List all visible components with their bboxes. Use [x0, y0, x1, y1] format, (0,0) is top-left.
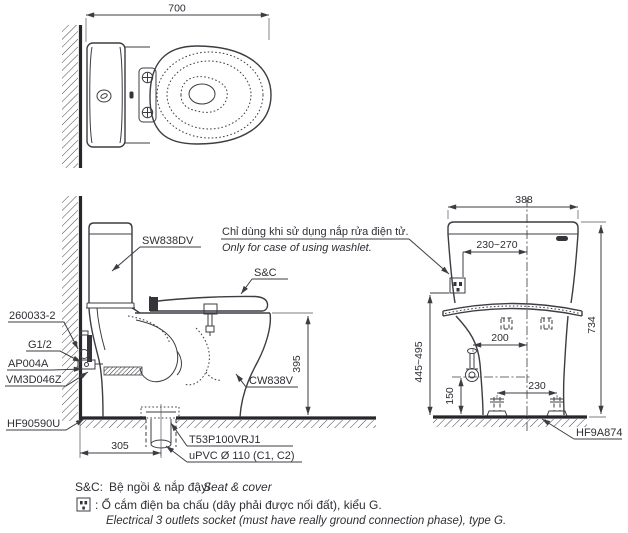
dimension-230-270: 230~270	[462, 239, 527, 277]
brand-logo-mark	[556, 236, 568, 241]
drain-outlet	[140, 404, 180, 456]
dim-200-value: 200	[491, 332, 509, 344]
bowl-code-label: CW838V	[249, 375, 294, 387]
label-tank: SW838DV	[111, 235, 201, 272]
dimension-388: 388	[447, 194, 579, 219]
rim-section-hatch	[103, 366, 143, 376]
flush-button-icon	[96, 89, 112, 103]
label-stop-valve: AP004A	[7, 358, 83, 372]
note-vietnamese: Chỉ dùng khi sử dụng nắp rửa điện tử.	[222, 225, 409, 238]
dim-230-value: 230	[528, 380, 546, 392]
side-view: SW838DV S&C Chỉ dùng khi sử dụng nắp rửa…	[5, 196, 450, 463]
stop-valve-front	[452, 348, 531, 382]
washlet-note: Chỉ dùng khi sử dụng nắp rửa điện tử. On…	[221, 225, 450, 275]
pedestal-front	[455, 315, 569, 416]
washlet-connector	[203, 303, 218, 336]
tank-code-label: SW838DV	[142, 235, 194, 247]
top-view: 700	[62, 3, 272, 168]
legend: S&C: Bệ ngồi & nắp đậy/ Seat & cover : Ổ…	[75, 479, 506, 527]
floor-section-front	[433, 415, 587, 427]
drain-joint-label: T53P100VRJ1	[189, 434, 261, 446]
dimension-700: 700	[85, 3, 270, 42]
wall-section-top	[62, 25, 83, 168]
label-supply-hose: 260033-2	[8, 310, 79, 350]
power-socket-legend-icon	[76, 497, 91, 512]
seat-code-label: S&C	[254, 267, 277, 279]
cistern-front	[447, 221, 579, 304]
legend-seat-en: Seat & cover	[203, 480, 273, 494]
dim-230-270-value: 230~270	[476, 239, 517, 251]
dimension-200: 200	[472, 332, 527, 352]
stop-valve-label: AP004A	[8, 358, 49, 370]
dim-388-value: 388	[515, 194, 533, 206]
dim-700-value: 700	[168, 3, 186, 15]
dim-734-value: 734	[586, 316, 598, 334]
legend-socket-vi: : Ổ cắm điện ba chấu (dây phải được nối …	[95, 497, 382, 512]
dim-395-value: 395	[291, 355, 303, 373]
supply-hose-label: 260033-2	[9, 310, 56, 322]
dimension-150: 150	[444, 378, 464, 414]
dim-150-value: 150	[444, 387, 456, 405]
legend-seat-vi: Bệ ngồi & nắp đậy/	[109, 479, 211, 494]
label-drain-joint: T53P100VRJ1	[170, 422, 293, 447]
dimension-230: 230	[496, 380, 558, 399]
seat-hinge-side	[149, 297, 158, 311]
drain-pipe-label: uPVC Ø 110 (C1, C2)	[189, 450, 295, 462]
dimension-305: 305	[79, 423, 162, 458]
hose-label: VM3D046Z	[6, 374, 62, 386]
toilet-plan-outline	[86, 42, 272, 148]
floor-flange-label: HF90590U	[7, 418, 60, 430]
label-drain-pipe: uPVC Ø 110 (C1, C2)	[165, 445, 302, 463]
floor-section-side	[80, 416, 376, 428]
tank-bolt-mark	[129, 91, 134, 99]
thread-size-label: G1/2	[28, 339, 52, 351]
note-english: Only for case of using washlet.	[222, 242, 372, 254]
cover-outline	[149, 45, 272, 145]
legend-socket-en: Electrical 3 outlets socket (must have r…	[106, 515, 506, 527]
dimension-734: 734	[581, 221, 606, 418]
cistern-side	[86, 222, 135, 309]
bowl-side	[88, 307, 272, 418]
power-socket-icon	[449, 277, 466, 294]
dimension-445-495: 445~495	[413, 292, 449, 415]
label-bowl: CW838V	[235, 373, 298, 388]
label-floor-flange: HF90590U	[6, 418, 85, 431]
label-bolt-cap: HF9A874	[541, 418, 622, 440]
wall-section-side	[62, 196, 83, 421]
label-hose: VM3D046Z	[5, 371, 89, 387]
seat-hinge-plate	[138, 67, 157, 123]
seat-front	[442, 302, 583, 330]
dimension-395: 395	[272, 312, 313, 415]
bolt-cap-label: HF9A874	[576, 427, 622, 439]
legend-seat-key: S&C:	[75, 480, 103, 494]
label-thread: G1/2	[26, 339, 82, 363]
dim-305-value: 305	[111, 440, 129, 452]
dim-445-495-value: 445~495	[413, 341, 425, 382]
label-seat: S&C	[240, 267, 288, 295]
seat-and-cover-side	[149, 295, 269, 336]
front-view: 388 230~270 734 445~495 200 230	[413, 194, 622, 440]
supply-valve-assembly	[77, 330, 103, 370]
